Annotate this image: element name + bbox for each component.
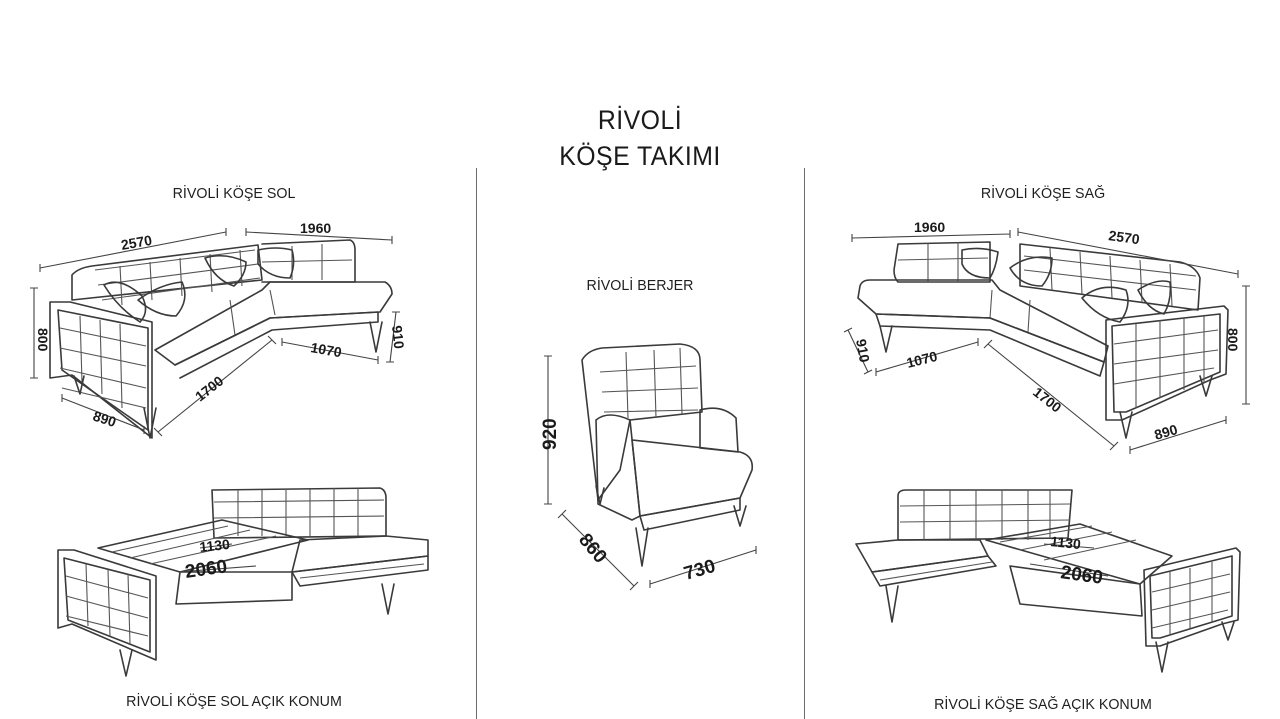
label-right-corner-open: RİVOLİ KÖŞE SAĞ AÇIK KONUM	[934, 696, 1152, 713]
left-dim-height: 800	[35, 328, 51, 352]
right-open-dim-bed-width: 1130	[1050, 533, 1082, 552]
right-open-dim-bed-length: 2060	[1059, 562, 1104, 589]
berjer-dim-height: 920	[540, 418, 561, 450]
label-left-corner: RİVOLİ KÖŞE SOL	[172, 185, 296, 202]
right-dim-front-long: 1700	[1030, 384, 1065, 416]
berjer-dim-width: 730	[682, 556, 718, 585]
left-dim-front-long: 1700	[192, 372, 227, 404]
right-divider	[804, 168, 805, 719]
right-dim-top-short: 1960	[914, 219, 945, 235]
right-dim-depth: 890	[1152, 421, 1179, 443]
left-dim-front-short: 1070	[309, 339, 343, 360]
page-title: RİVOLİ KÖŞE TAKIMI	[456, 102, 824, 174]
left-dim-depth: 890	[91, 408, 118, 431]
right-dim-front-short: 1070	[905, 348, 939, 371]
berjer-dim-depth: 860	[574, 530, 610, 568]
berjer-drawing: 920 860 730	[540, 343, 757, 591]
left-dim-side-height: 910	[389, 325, 407, 350]
left-dim-top-short: 1960	[300, 220, 331, 236]
left-dim-top-long: 2570	[120, 232, 154, 253]
left-open-dim-bed-length: 2060	[184, 556, 229, 583]
right-dim-top-long: 2570	[1108, 227, 1141, 247]
right-corner-open-drawing: 1130 2060	[855, 489, 1241, 673]
label-right-corner: RİVOLİ KÖŞE SAĞ	[980, 185, 1106, 202]
left-corner-sofa-drawing: 2570 1960 800 890 1700 1070 910	[30, 220, 407, 439]
left-open-dim-bed-width: 1130	[199, 536, 231, 555]
label-berjer: RİVOLİ BERJER	[586, 277, 694, 294]
title-line-2: KÖŞE TAKIMI	[559, 141, 721, 171]
left-divider	[476, 168, 477, 719]
title-line-1: RİVOLİ	[597, 105, 683, 135]
right-dim-side-height: 910	[853, 338, 873, 364]
left-corner-open-drawing: 1130 2060	[57, 487, 429, 677]
label-left-corner-open: RİVOLİ KÖŞE SOL AÇIK KONUM	[126, 693, 342, 710]
right-dim-height: 800	[1225, 328, 1241, 352]
right-corner-sofa-drawing: 1960 2570 910 1070 800 1700 890	[843, 219, 1250, 454]
